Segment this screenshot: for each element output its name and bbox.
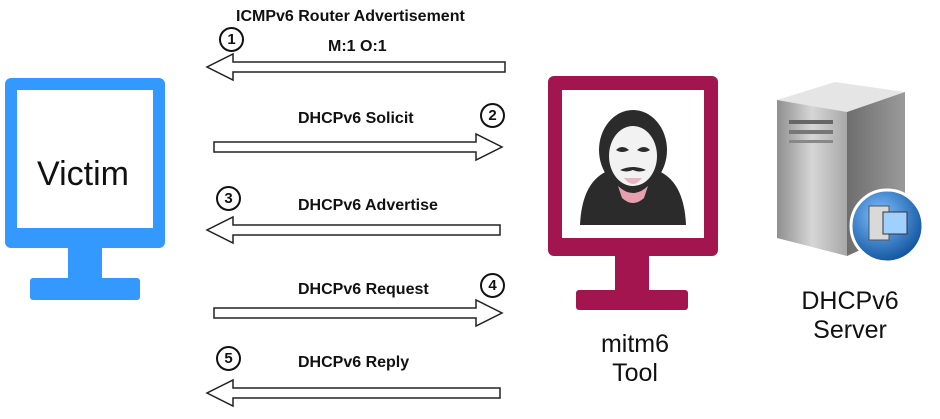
arrow-left-1 [205, 52, 506, 82]
arrow-left-3 [205, 215, 501, 245]
tool-label: mitm6 Tool [575, 330, 695, 388]
message-1-label: ICMPv6 Router Advertisement [236, 8, 465, 25]
tool-label-line1: mitm6 [600, 330, 670, 358]
message-2-label: DHCPv6 Solicit [298, 110, 414, 127]
arrow-right-2 [213, 132, 504, 162]
step-1-badge: 1 [219, 27, 244, 52]
server-icon [777, 82, 925, 264]
message-1-flags: M:1 O:1 [328, 38, 387, 55]
victim-monitor-icon [5, 78, 165, 300]
message-5-label: DHCPv6 Reply [298, 354, 410, 371]
step-3-badge: 3 [216, 186, 241, 211]
arrow-right-4 [213, 298, 504, 328]
server-label-line1: DHCPv6 [801, 287, 899, 315]
arrow-left-5 [205, 378, 501, 408]
server-label: DHCPv6 Server [785, 287, 915, 345]
message-3-label: DHCPv6 Advertise [298, 197, 438, 214]
server-label-line2: Server [813, 316, 887, 344]
step-2-badge: 2 [480, 103, 505, 128]
tool-label-line2: Tool [612, 359, 658, 387]
step-5-badge: 5 [216, 346, 241, 371]
tool-monitor-icon [548, 76, 718, 310]
step-4-badge: 4 [480, 273, 505, 298]
victim-label: Victim [37, 155, 129, 193]
message-4-label: DHCPv6 Request [298, 281, 429, 298]
hacker-icon [580, 110, 686, 225]
